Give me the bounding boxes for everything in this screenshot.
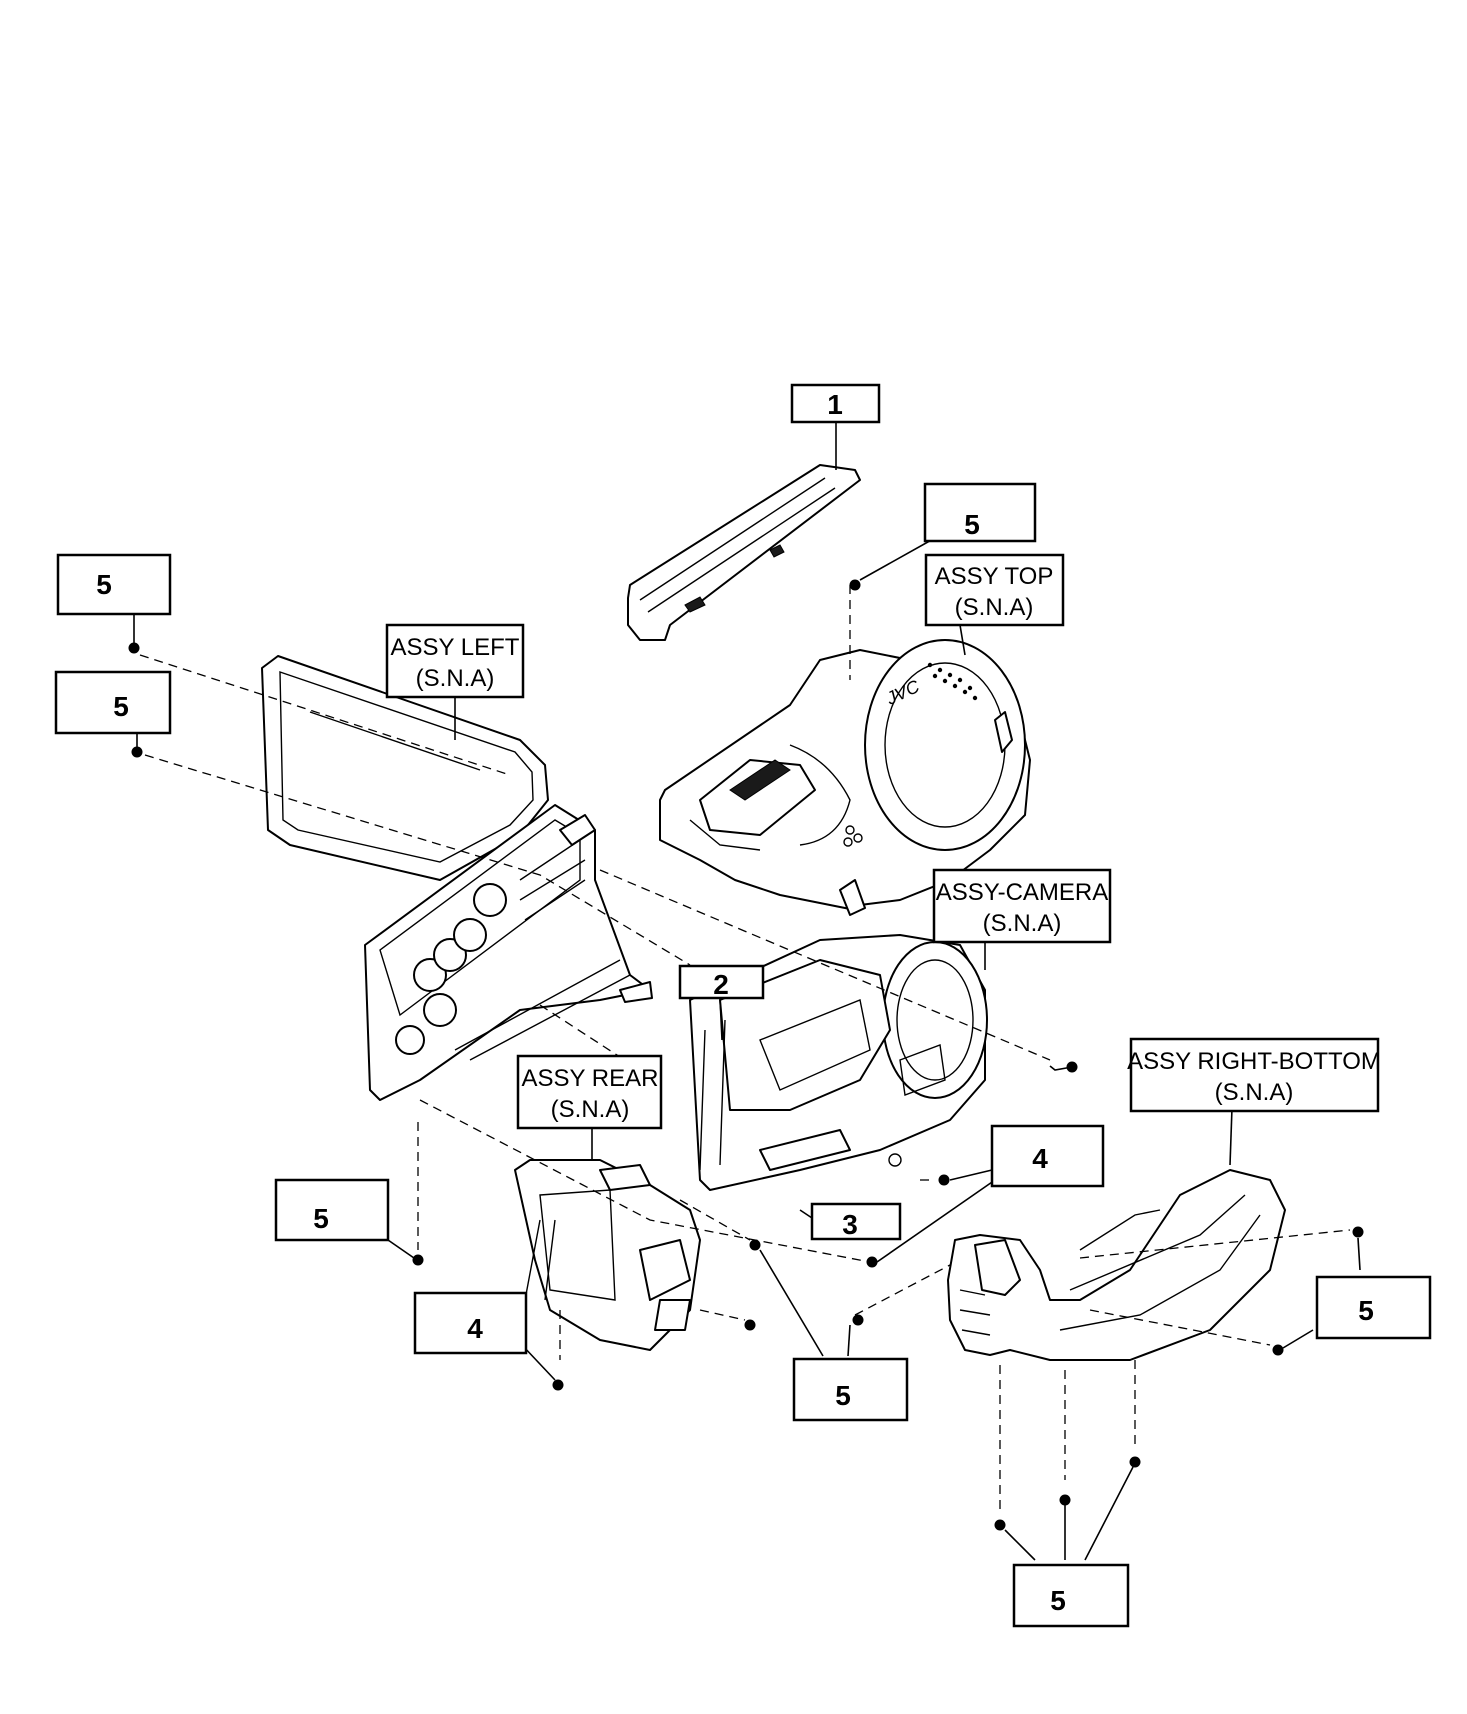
- callout-5-right-label: 5: [1358, 1295, 1374, 1326]
- assy-right-bottom-label: ASSY RIGHT-BOTTOM (S.N.A): [1127, 1037, 1381, 1113]
- callout-5-left-upper-label: 5: [96, 569, 112, 600]
- callout-3-label: 3: [842, 1209, 858, 1240]
- screw-icon: [128, 579, 1364, 1531]
- callout-5-lower-left: 5: [274, 1178, 390, 1242]
- callout-5-top-right-label: 5: [964, 509, 980, 540]
- dashed-assembly-lines: [139, 585, 1351, 1510]
- callout-1: 1: [790, 383, 881, 424]
- top-housing: JVC: [659, 639, 1031, 916]
- assy-rear-note: (S.N.A): [551, 1096, 630, 1123]
- callout-5-left-lower-label: 5: [113, 691, 129, 722]
- assy-top-note: (S.N.A): [955, 594, 1034, 621]
- assy-camera-name: ASSY-CAMERA: [936, 879, 1109, 906]
- assy-left-name: ASSY LEFT: [391, 634, 520, 661]
- callout-5-left-upper: 5: [56, 553, 172, 616]
- callout-5-bottom-right-label: 5: [1050, 1585, 1066, 1616]
- leader-lines: [133, 422, 1361, 1561]
- callout-2: 2: [678, 964, 765, 1000]
- assy-left-label: ASSY LEFT (S.N.A): [385, 623, 525, 699]
- callout-5-top-right: 5: [923, 482, 1037, 543]
- assy-camera-label: ASSY-CAMERA (S.N.A): [932, 868, 1112, 944]
- callout-1-label: 1: [827, 389, 843, 420]
- assy-left-note: (S.N.A): [416, 665, 495, 692]
- callout-2-label: 2: [713, 969, 729, 1000]
- left-circuit-board: [364, 804, 653, 1101]
- callout-5-right: 5: [1315, 1275, 1432, 1340]
- assy-top-label: ASSY TOP (S.N.A): [924, 553, 1065, 627]
- right-bottom-grip: [947, 1169, 1286, 1361]
- assy-camera-note: (S.N.A): [983, 910, 1062, 937]
- callout-5-bottom-center-label: 5: [835, 1380, 851, 1411]
- callout-5-lower-left-label: 5: [313, 1203, 329, 1234]
- callout-5-bottom-right: 5: [1012, 1563, 1130, 1628]
- assy-top-name: ASSY TOP: [935, 563, 1054, 590]
- callout-4-right: 4: [990, 1124, 1105, 1188]
- callout-4-right-label: 4: [1032, 1143, 1048, 1174]
- callout-5-left-lower: 5: [54, 670, 172, 735]
- assy-right-bottom-name: ASSY RIGHT-BOTTOM: [1127, 1048, 1381, 1075]
- callout-4-lower-left: 4: [413, 1291, 528, 1355]
- assy-rear-name: ASSY REAR: [522, 1065, 659, 1092]
- assy-rear-label: ASSY REAR (S.N.A): [516, 1054, 663, 1130]
- rear-battery-unit: [514, 1159, 701, 1351]
- top-cover-strip: [627, 464, 861, 641]
- callout-3: 3: [810, 1202, 902, 1241]
- callout-4-lower-left-label: 4: [467, 1313, 483, 1344]
- callout-5-bottom-center: 5: [792, 1357, 909, 1422]
- assy-right-bottom-note: (S.N.A): [1215, 1079, 1294, 1106]
